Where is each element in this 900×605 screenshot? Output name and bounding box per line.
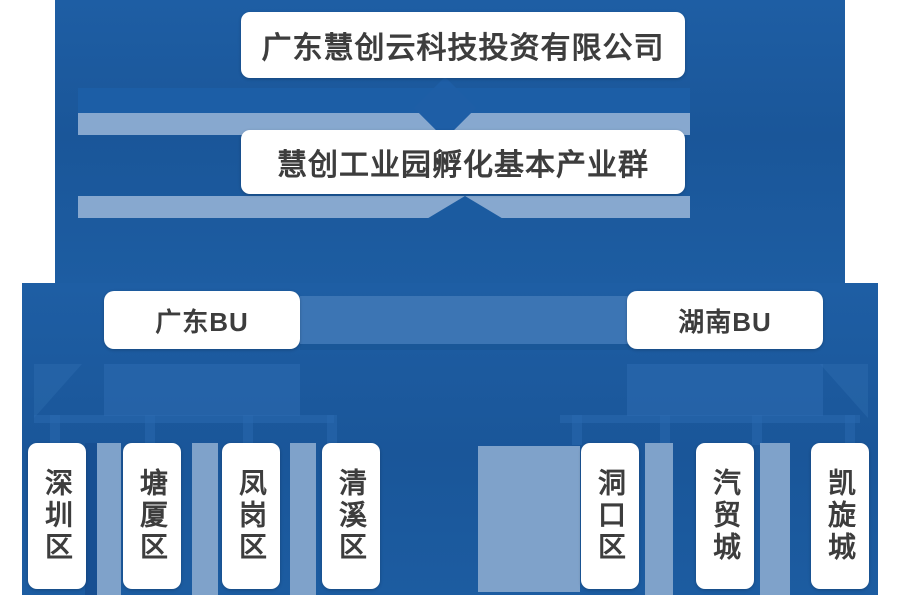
bu-card-guangdong[interactable]: 广东BU — [104, 291, 300, 349]
site-label-dongkou: 洞口区 — [595, 468, 626, 564]
connector-stem-left-2 — [145, 415, 155, 445]
connector-stem-right-2 — [660, 415, 670, 445]
connector-stem-right-4 — [845, 415, 855, 445]
industry-group-card[interactable]: 慧创工业园孵化基本产业群 — [241, 130, 685, 194]
column-strip-6 — [760, 443, 790, 595]
site-card-qimaocheng[interactable]: 汽贸城 — [696, 443, 754, 589]
connector-band-dark — [78, 88, 690, 113]
connector-block-right-center — [627, 364, 823, 416]
connector-wing-left-outer — [34, 364, 82, 418]
bu-connector-band — [300, 296, 630, 344]
bu-label-hunan: 湖南BU — [678, 306, 772, 337]
root-company-label: 广东慧创云科技投资有限公司 — [261, 32, 665, 65]
site-label-shenzhen: 深圳区 — [42, 468, 73, 564]
site-card-tangxia[interactable]: 塘厦区 — [123, 443, 181, 589]
column-strip-4 — [290, 443, 316, 595]
column-strip-3 — [192, 443, 218, 595]
industry-group-label: 慧创工业园孵化基本产业群 — [277, 149, 649, 182]
site-label-tangxia: 塘厦区 — [137, 468, 168, 564]
site-card-kaixuancheng[interactable]: 凯旋城 — [811, 443, 869, 589]
bu-label-guangdong: 广东BU — [155, 306, 249, 337]
bu-connector-shadow — [300, 344, 630, 350]
connector-rail-right — [560, 415, 860, 423]
chevron-up-icon — [425, 196, 505, 220]
connector-stem-right-3 — [752, 415, 762, 445]
connector-stem-left-4 — [327, 415, 337, 445]
connector-wing-right-outer — [820, 364, 868, 418]
column-strip-1 — [95, 443, 121, 595]
connector-band-light-lower — [78, 196, 690, 218]
connector-rail-left — [34, 415, 334, 423]
site-label-kaixuancheng: 凯旋城 — [825, 468, 856, 564]
bu-card-hunan[interactable]: 湖南BU — [627, 291, 823, 349]
connector-stem-left-3 — [243, 415, 253, 445]
site-label-fenggang: 凤岗区 — [236, 468, 267, 564]
site-card-fenggang[interactable]: 凤岗区 — [222, 443, 280, 589]
column-strip-2 — [85, 443, 97, 595]
site-card-shenzhen[interactable]: 深圳区 — [28, 443, 86, 589]
site-label-qimaocheng: 汽贸城 — [710, 468, 741, 564]
connector-band-light — [78, 113, 690, 135]
site-card-qingxi[interactable]: 清溪区 — [322, 443, 380, 589]
site-card-dongkou[interactable]: 洞口区 — [581, 443, 639, 589]
vacant-site-block — [478, 446, 580, 592]
connector-stem-left-1 — [50, 415, 60, 445]
column-strip-5 — [645, 443, 673, 595]
site-label-qingxi: 清溪区 — [336, 468, 367, 564]
connector-stem-right-1 — [572, 415, 582, 445]
root-company-card[interactable]: 广东慧创云科技投资有限公司 — [241, 12, 685, 78]
connector-block-left-center — [104, 364, 300, 416]
